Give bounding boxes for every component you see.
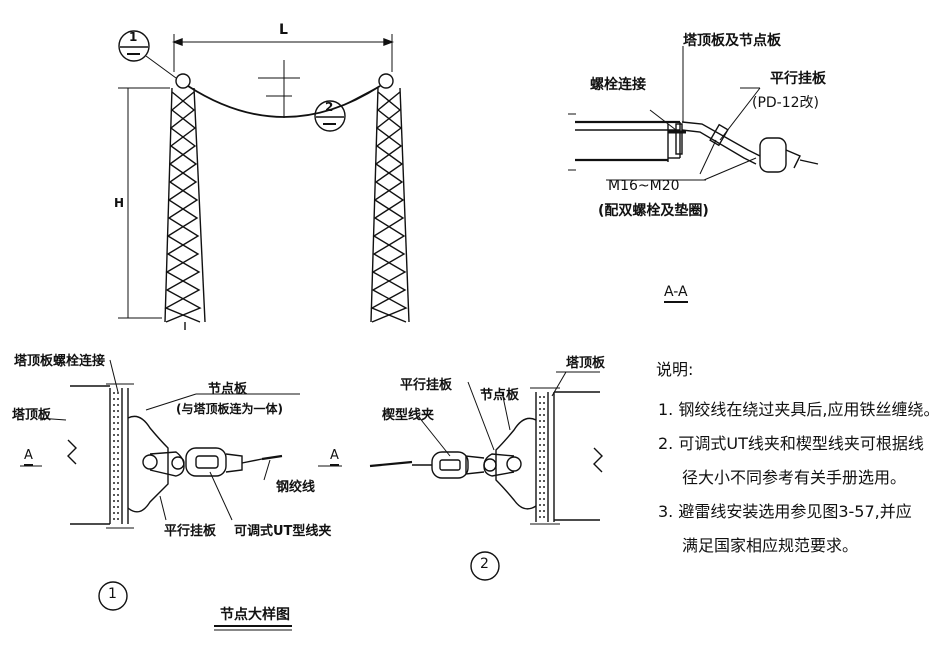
- height-label-h: H: [114, 196, 125, 210]
- detail-2-number-circle: [470, 551, 500, 581]
- note-line-2: 2. 可调式UT线夹和楔型线夹可根据线: [658, 434, 924, 453]
- detail-2-node-plate: [495, 417, 537, 510]
- detail-1-number: 1: [108, 586, 117, 602]
- detail-2-number: 2: [480, 556, 489, 572]
- note-line-1: 1. 钢绞线在绕过夹具后,应用铁丝缠绕。: [658, 400, 940, 419]
- detail-1-tower-plate: [67, 383, 134, 529]
- callout-balloon-2: [314, 85, 381, 132]
- left-tower: [164, 87, 206, 330]
- label-wedge-clamp: 楔型线夹: [382, 408, 435, 423]
- label-tower-top-plate-bolt-connection: 塔顶板螺栓连接: [14, 354, 106, 369]
- span-label-l: L: [279, 22, 288, 38]
- note-line-3: 径大小不同参考有关手册选用。: [682, 468, 907, 487]
- label-steel-strand: 钢绞线: [276, 480, 316, 495]
- notes-heading: 说明:: [656, 360, 694, 379]
- section-aa-hanging-plate: [668, 121, 819, 173]
- label-tower-top-plate-2: 塔顶板: [566, 356, 606, 371]
- left-tower-top-circle: [175, 73, 191, 89]
- callout-1-number: 1: [129, 30, 138, 44]
- right-tower-top-circle: [378, 73, 394, 89]
- detail-1-hanging-plate-and-clamp: [149, 447, 283, 477]
- label-tower-top-and-node-plate: 塔顶板及节点板: [683, 33, 781, 49]
- label-parallel-hanging-plate-1: 平行挂板: [164, 524, 217, 539]
- label-node-plate-1: 节点板: [208, 382, 248, 397]
- section-mark-a-right: A: [330, 448, 339, 466]
- detail-2-tower-plate: [530, 387, 603, 525]
- note-line-5: 满足国家相应规范要求。: [682, 536, 859, 555]
- note-line-4: 3. 避雷线安装选用参见图3-57,并应: [658, 502, 912, 521]
- label-bolt-connection: 螺栓连接: [590, 77, 646, 93]
- detail-2-hanging-plate-and-wedge-clamp: [369, 451, 515, 479]
- label-node-plate-note: (与塔顶板连为一体): [176, 402, 283, 416]
- callout-2-number: 2: [325, 100, 334, 114]
- label-hanging-plate-model: (PD-12改): [752, 95, 820, 111]
- callout-balloon-1: [118, 30, 177, 79]
- detail-1-number-circle: [98, 581, 128, 611]
- label-node-plate-2: 节点板: [480, 388, 520, 403]
- detail-drawing-title: 节点大样图: [220, 607, 290, 623]
- label-parallel-hanging-plate-aa: 平行挂板: [770, 71, 826, 87]
- label-parallel-hanging-plate-2: 平行挂板: [400, 378, 453, 393]
- section-aa-title: A-A: [664, 284, 688, 303]
- label-ut-clamp: 可调式UT型线夹: [234, 524, 332, 539]
- label-bolt-size: M16~M20: [608, 178, 680, 194]
- detail-1-node-plate: [127, 415, 169, 513]
- section-mark-a-left: A: [24, 448, 33, 466]
- right-tower: [370, 87, 410, 323]
- section-aa-beam: [568, 113, 681, 171]
- label-bolt-note: (配双螺栓及垫圈): [598, 203, 709, 219]
- label-tower-top-plate-1: 塔顶板: [12, 408, 52, 423]
